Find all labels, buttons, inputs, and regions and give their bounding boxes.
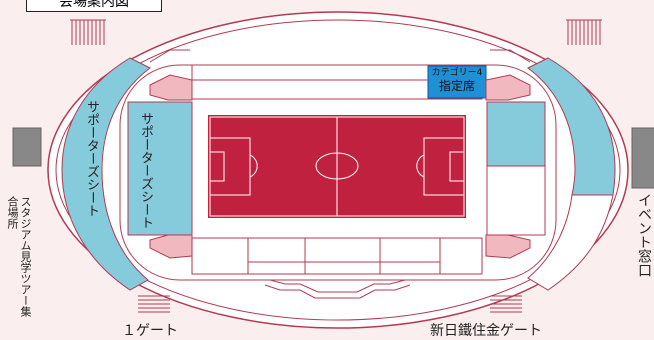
inner-supporters-block[interactable] [127,101,193,236]
left-supporters-stand[interactable] [61,57,151,291]
category4-reserved-seats[interactable] [427,65,487,99]
ramp-top-right [485,74,531,101]
top-left-stairs [70,19,106,45]
bottom-right-stairs [490,295,522,313]
event-window-label: イベント窓口 [636,193,652,277]
tour-meeting-point-box [12,127,42,167]
bottom-center-steps [264,279,411,299]
tour-meeting-point-label: スタジアム見学ツアー集合場所 [6,196,32,317]
event-window-box [631,127,654,189]
top-right-stairs [566,19,602,45]
ramp-bottom-right [485,234,531,259]
map-title: 会場案内図 [26,0,162,12]
category4-label: カテゴリー4 指定席 [431,68,483,93]
top-center-steps [149,49,531,63]
left-supporters-label: サポーターズシート [84,100,99,217]
right-inner-block-bottom [486,165,546,236]
inner-supporters-label: サポーターズシート [138,112,153,229]
gate-nippon-steel-label: 新日鐵住金ゲート [430,323,542,339]
back-stand-bottom [191,237,483,275]
ramp-top-left [149,74,193,101]
ramp-bottom-left [149,234,193,259]
gate-1-label: １ゲート [122,323,178,339]
pitch [208,115,466,218]
right-inner-block-top [486,101,546,167]
bottom-left-stairs [138,295,170,313]
